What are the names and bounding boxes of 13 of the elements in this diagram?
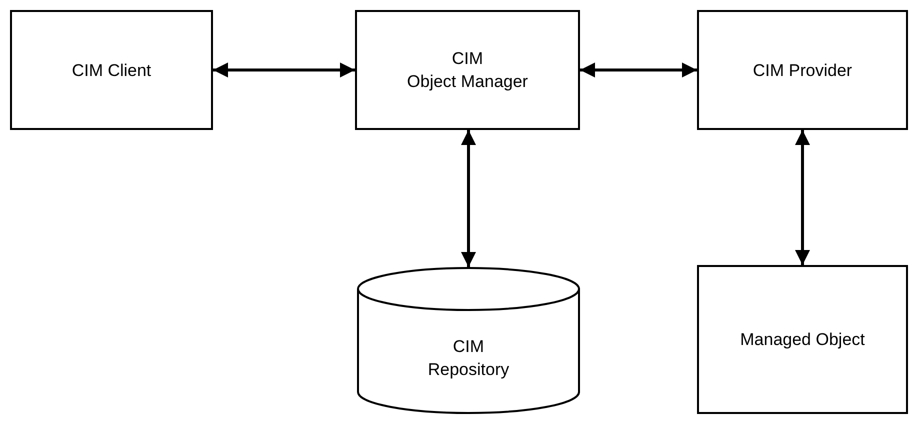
process-box	[697, 265, 908, 414]
double-arrow	[461, 130, 476, 267]
node-label: CIM Repository	[428, 336, 510, 380]
process-box	[10, 10, 213, 130]
node-label: CIM Client	[72, 60, 152, 82]
double-arrow	[580, 62, 697, 78]
node-label: CIM Object Manager	[407, 48, 528, 93]
double-arrow	[795, 130, 810, 265]
process-box	[697, 10, 908, 130]
node-label: CIM Provider	[752, 60, 852, 82]
node-label: Managed Object	[740, 329, 865, 351]
process-box	[355, 10, 580, 130]
double-arrow	[213, 62, 355, 78]
